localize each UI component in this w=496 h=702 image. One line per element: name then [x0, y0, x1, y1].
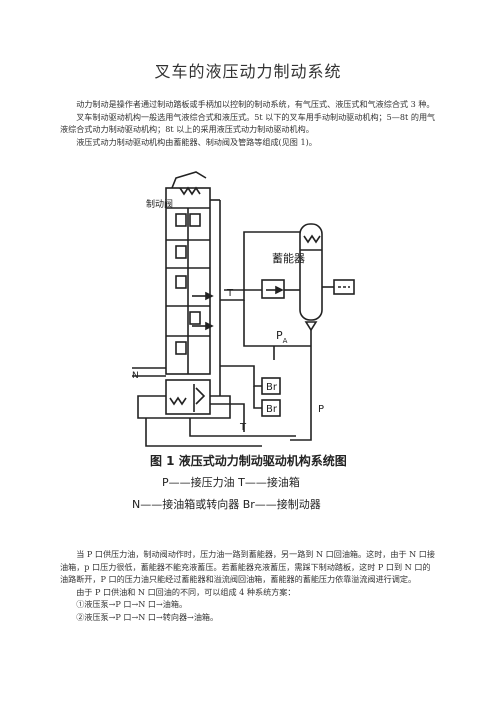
br-label-1: Br — [266, 382, 278, 393]
port-P-label: P — [318, 404, 324, 415]
accumulator-spring-icon — [303, 234, 321, 244]
br-label-2: Br — [266, 404, 278, 415]
port-PA-subscript: A — [283, 337, 288, 345]
accumulator-body — [299, 223, 323, 321]
page-title: 叉车的液压动力制动系统 — [154, 62, 342, 81]
body-paragraph-1: 当 P 口供压力油，制动阀动作时，压力油一路到蓄能器，另一路到 N 口回油箱。这… — [60, 549, 435, 584]
brake-valve-label: 制动阀 — [146, 198, 173, 210]
brake-pedal-symbol — [171, 171, 207, 189]
port-PA-letter: P — [276, 329, 283, 342]
figure-caption: 图 1 液压式动力制动驱动机构系统图 — [150, 454, 347, 468]
brake-actuator-2 — [261, 399, 281, 417]
intro-text: 动力制动是操作者通过制动踏板或手柄加以控制的制动系统，有气压式、液压式和气液综合… — [60, 98, 436, 148]
relief-valve-box — [261, 279, 285, 299]
body-paragraph-2: 由于 P 口供油和 N 口回油的不同，可以组成 4 种系统方案： — [76, 586, 296, 597]
accumulator-label: 蓄能器 — [272, 251, 305, 265]
tank-T-label: T — [226, 288, 234, 299]
port-N-label: N — [132, 371, 139, 381]
port-T-label: T — [239, 422, 247, 433]
intro-paragraph-2: 叉车制动驱动机构一般选用气液综合式和液压式。5t 以下的叉车用手动制动驱动机构；… — [60, 111, 436, 135]
intro-paragraph-3: 液压式动力制动驱动机构由蓄能器、制动阀及管路等组成(见图 1)。 — [76, 136, 317, 147]
top-spring-icon — [179, 186, 201, 196]
intro-paragraph-1: 动力制动是操作者通过制动踏板或手柄加以控制的制动系统，有气压式、液压式和气液综合… — [76, 99, 435, 109]
body-text: 当 P 口供压力油，制动阀动作时，压力油一路到蓄能器，另一路到 N 口回油箱。这… — [60, 548, 436, 623]
scheme-item-2: ②液压泵→P 口→N 口→转向器→油箱。 — [76, 611, 219, 622]
brake-actuator-1 — [261, 377, 281, 395]
scheme-item-1: ①液压泵→P 口→N 口→油箱。 — [76, 599, 188, 609]
port-PA-label: PA — [276, 329, 288, 345]
figure-legend-1: P——接压力油 T——接油箱 — [162, 476, 300, 489]
figure-legend-2: N——接油箱或转向器 Br——接制动器 — [132, 498, 321, 511]
